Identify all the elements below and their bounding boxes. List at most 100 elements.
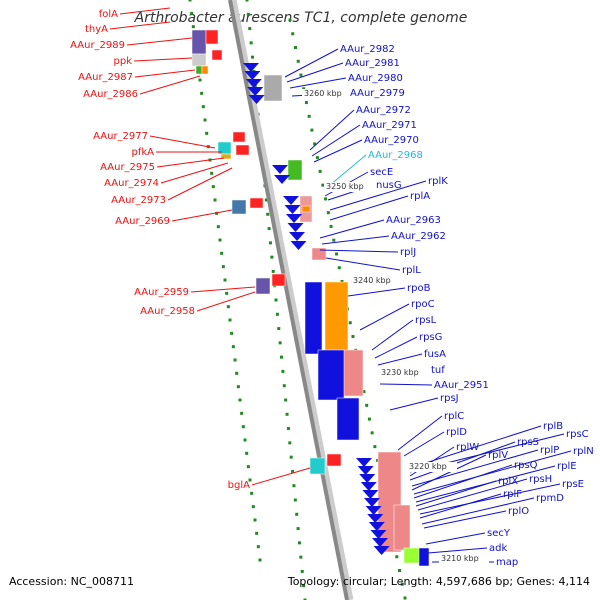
tick-dot: [278, 341, 282, 345]
tick-dot: [210, 171, 214, 175]
right-leader-line: [286, 62, 344, 83]
right-leader-line: [379, 383, 433, 386]
tick-dot: [255, 531, 259, 535]
tick-dot: [293, 46, 297, 50]
left-leader-line: [251, 467, 311, 486]
right-gene-label: AAur_2970: [364, 135, 419, 146]
right-gene-label: rplJ: [400, 247, 416, 258]
tick-dot: [302, 584, 306, 588]
gene-arrow: [290, 241, 307, 250]
tick-dot: [286, 427, 290, 431]
scale-marker-label: 3260 kbp: [304, 89, 342, 98]
right-leader-line: [377, 353, 423, 366]
scale-marker-bg: [351, 276, 401, 286]
tick-dot: [302, 87, 306, 91]
tick-dot: [188, 0, 192, 2]
tick-dot: [295, 512, 299, 516]
tick-dot: [225, 291, 229, 295]
gene-arrow: [360, 482, 377, 491]
scale-marker-bg: [407, 462, 457, 472]
gene-block: [249, 197, 264, 209]
left-gene-label: AAur_2977: [93, 131, 148, 142]
tick-dot: [281, 369, 285, 373]
left-gene-label: AAur_2974: [104, 178, 159, 189]
tick-dot: [335, 252, 339, 256]
gene-arrow: [284, 205, 301, 214]
gene-arrow: [245, 79, 262, 88]
left-gene-label: thyA: [85, 24, 108, 35]
left-leader-line: [149, 135, 216, 149]
right-gene-label: rpsC: [566, 429, 589, 440]
left-leader-line: [190, 286, 256, 293]
tick-dot: [300, 569, 304, 573]
left-leader-line: [139, 75, 201, 95]
left-gene-label: pfkA: [132, 147, 155, 158]
gene-arrow: [365, 506, 382, 515]
left-leader-line: [196, 291, 256, 312]
gene-block: [287, 159, 303, 181]
tick-dot: [190, 11, 194, 15]
tick-dot: [285, 412, 289, 416]
tick-dot: [231, 345, 235, 349]
tick-dot: [233, 358, 237, 362]
tick-dot: [205, 131, 209, 135]
gene-arrow: [364, 498, 380, 507]
right-leader-line: [329, 154, 367, 186]
right-leader-line: [347, 287, 406, 297]
tick-dot: [332, 238, 336, 242]
scale-marker-bg: [302, 89, 352, 99]
right-gene-label: rplW: [456, 442, 479, 453]
right-gene-label: fusA: [424, 349, 446, 360]
tick-dot: [370, 431, 374, 435]
gene-arrow: [272, 165, 288, 174]
tick-dot: [340, 279, 344, 283]
gene-arrow: [367, 514, 384, 523]
gene-arrow: [373, 546, 390, 555]
gene-block: [263, 74, 283, 102]
tick-dot: [318, 169, 322, 173]
tick-dot: [203, 118, 207, 122]
right-gene-label: rplF: [503, 489, 522, 500]
tick-dot: [240, 411, 244, 415]
tick-dot: [291, 32, 295, 36]
tick-dot: [245, 0, 249, 2]
tick-dot: [307, 114, 311, 118]
right-gene-label: tuf: [431, 365, 445, 376]
tick-dot: [274, 298, 278, 302]
tick-dot: [313, 142, 317, 146]
right-leader-line: [319, 219, 385, 239]
left-leader-line: [156, 157, 225, 168]
right-gene-label: rplD: [446, 427, 467, 438]
label-leader-lines: [109, 7, 572, 563]
right-leader-line: [423, 510, 507, 529]
right-leader-line: [284, 48, 339, 78]
right-gene-label: rpsE: [562, 479, 584, 490]
tick-dot: [248, 27, 252, 31]
gene-block: [255, 277, 271, 295]
right-leader-line: [325, 257, 401, 271]
left-leader-line: [160, 162, 229, 184]
right-leader-line: [417, 478, 528, 511]
tick-dot: [296, 527, 300, 531]
right-leader-line: [371, 319, 414, 351]
left-leader-line: [134, 69, 196, 78]
right-leader-line: [309, 109, 355, 151]
tick-dot: [258, 558, 262, 562]
right-gene-label: AAur_2962: [391, 231, 446, 242]
left-gene-label: AAur_2987: [78, 72, 133, 83]
tick-dot: [282, 384, 286, 388]
gene-arrow: [274, 175, 290, 184]
gene-block: [418, 547, 430, 567]
tick-dot: [223, 278, 227, 282]
right-leader-line: [419, 493, 502, 519]
right-gene-label: rplP: [540, 445, 559, 456]
gene-block: [191, 29, 207, 55]
gene-block: [271, 273, 286, 287]
backbone-line: [228, 0, 349, 600]
gene-block: [211, 49, 223, 61]
right-gene-label: AAur_2951: [434, 380, 489, 391]
right-gene-label: secY: [487, 528, 511, 539]
